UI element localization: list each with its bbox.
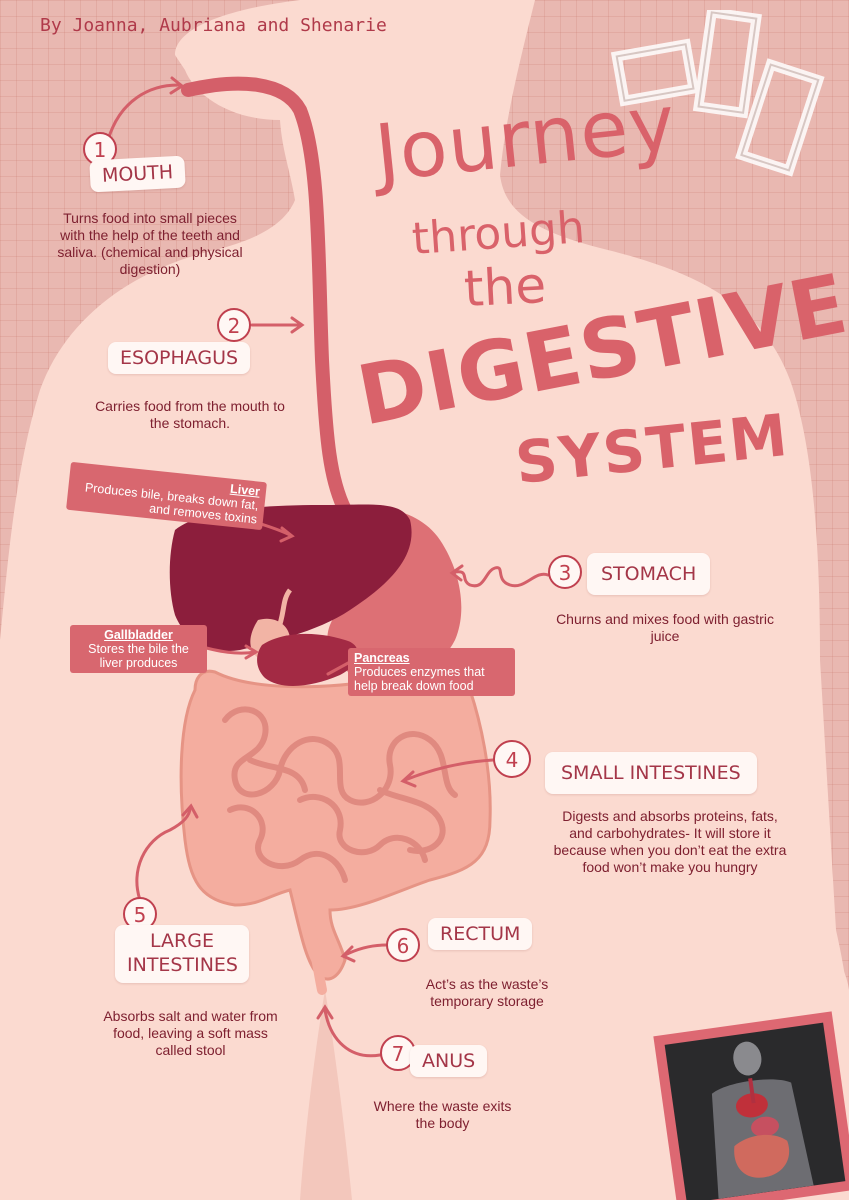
step-4-number: 4	[493, 740, 531, 778]
step-5-description: Absorbs salt and water from food, leavin…	[103, 1008, 278, 1058]
step-6-description: Act’s as the waste’s temporary storage	[425, 976, 549, 1009]
arrow-pancreas	[326, 660, 352, 676]
arrow-rectum	[343, 943, 388, 957]
bile-duct	[275, 588, 293, 631]
connector-arrows	[106, 76, 550, 1058]
arrow-anus	[323, 1008, 382, 1058]
step-3-label: STOMACH	[587, 553, 711, 595]
anatomy-photo	[653, 1011, 849, 1200]
esophagus-tube	[181, 76, 352, 517]
title-line-through: through	[410, 202, 587, 265]
anatomy-figure-icon	[711, 1041, 814, 1199]
step-1-number: 1	[83, 132, 117, 166]
gallbladder-tag-name: Gallbladder	[104, 628, 173, 642]
byline: By Joanna, Aubriana and Shenarie	[40, 15, 387, 36]
small-intestine	[222, 706, 458, 883]
liver	[169, 504, 412, 651]
legs-gap	[300, 990, 352, 1200]
pancreas-tag-description: Produces enzymes that help break down fo…	[354, 665, 485, 693]
title-line-the: the	[462, 255, 548, 319]
step-4-description: Digests and absorbs proteins, fats, and …	[553, 808, 787, 875]
step-3-description: Churns and mixes food with gastric juice	[556, 611, 774, 644]
step-1-label: MOUTH	[89, 155, 186, 193]
step-4-label: SMALL INTESTINES	[545, 752, 757, 794]
gallbladder-tag: Gallbladder Stores the bile the liver pr…	[70, 625, 207, 673]
step-7-label: ANUS	[410, 1045, 488, 1077]
arrow-large-intestine	[135, 806, 192, 902]
arrow-small-intestine	[403, 758, 495, 782]
step-2-number: 2	[217, 308, 251, 342]
hand	[780, 900, 849, 1040]
step-2-label: ESOPHAGUS	[108, 342, 251, 374]
step-3-number: 3	[548, 555, 582, 589]
rectum-tube	[305, 920, 327, 995]
step-7-description: Where the waste exits the body	[373, 1098, 512, 1131]
decorative-tape-stamps	[610, 10, 825, 177]
arrow-stomach	[453, 566, 550, 588]
step-6-label: RECTUM	[428, 918, 533, 950]
arrow-mouth	[106, 83, 180, 142]
step-6-number: 6	[386, 928, 420, 962]
step-2-description: Carries food from the mouth to the stoma…	[95, 398, 285, 431]
gallbladder-tag-description: Stores the bile the liver produces	[88, 642, 189, 670]
pancreas-tag: Pancreas Produces enzymes that help brea…	[348, 648, 515, 696]
step-1-description: Turns food into small pieces with the he…	[57, 210, 243, 277]
step-5-label: LARGE INTESTINES	[115, 925, 249, 983]
anatomy-photo-image	[664, 1022, 846, 1200]
pancreas-tag-name: Pancreas	[354, 651, 410, 665]
